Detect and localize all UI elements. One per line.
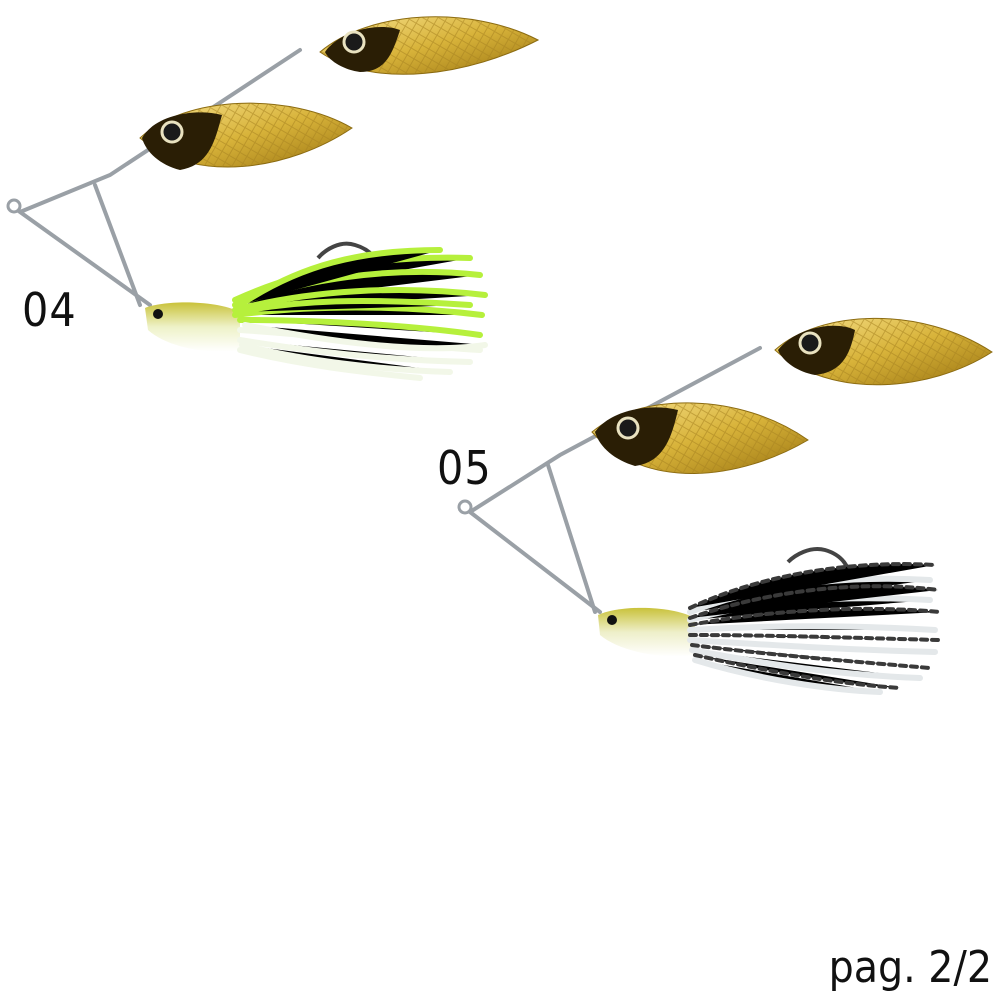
lure-skirt (232, 247, 488, 381)
product-code-05: 05 (437, 441, 492, 495)
product-code-04: 04 (22, 283, 77, 337)
upper-blade (774, 317, 993, 386)
lure-head (598, 607, 695, 657)
lure-skirt (687, 562, 942, 695)
lure-head (145, 302, 240, 352)
page-indicator: pag. 2/2 (828, 942, 992, 993)
lower-blade (591, 402, 809, 474)
upper-blade (319, 16, 540, 75)
wire-arm (457, 346, 762, 614)
lower-blade (139, 102, 353, 170)
